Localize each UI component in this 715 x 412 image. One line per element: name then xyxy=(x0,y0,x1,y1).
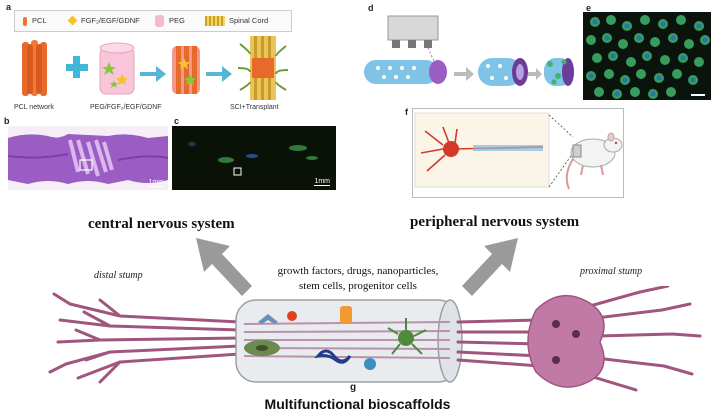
scaffold-contents-line2: stem cells, progenitor cells xyxy=(299,280,417,292)
plus-icon xyxy=(66,56,88,78)
label-peg-growth-factors: PEG/FGF₂/EGF/GDNF xyxy=(90,104,162,111)
arrow-to-pns xyxy=(462,238,518,296)
proximal-stump-label: proximal stump xyxy=(580,266,643,277)
heading-peripheral-nervous-system: peripheral nervous system xyxy=(410,214,580,230)
distal-stump-label: distal stump xyxy=(94,270,143,281)
panel-f-illustration xyxy=(414,112,623,190)
heading-central-nervous-system: central nervous system xyxy=(88,216,235,232)
arrow-1 xyxy=(140,66,166,82)
panel-b-scale-bar: 1mm xyxy=(148,179,164,187)
label-pcl-network: PCL network xyxy=(14,104,54,111)
proximal-stump-neurites xyxy=(456,286,702,392)
fluorescence-image xyxy=(188,142,318,176)
label-sci-transplant: SCI+Transplant xyxy=(230,104,279,111)
peg-cylinder xyxy=(99,42,135,95)
arrow-d1 xyxy=(454,67,474,81)
panel-g-letter: g xyxy=(350,382,357,393)
panel-e-scale-bar xyxy=(691,94,705,96)
proximal-soma xyxy=(527,294,605,388)
panel-d-letter: d xyxy=(368,3,374,13)
panel-c-letter: c xyxy=(174,116,180,126)
legend-peg: PEG xyxy=(169,16,185,25)
panel-g-illustration xyxy=(48,286,702,392)
spinal-cord-transplant xyxy=(237,36,289,100)
he-stained-tissue xyxy=(8,134,168,184)
legend-pcl: PCL xyxy=(32,16,47,25)
distal-stump-neurites xyxy=(48,292,242,384)
conduit-contents xyxy=(244,306,427,370)
seeded-conduit xyxy=(544,58,574,86)
pcl-swatch xyxy=(23,17,27,26)
loaded-scaffold xyxy=(172,46,200,94)
arrow-d2 xyxy=(528,68,542,80)
rolled-conduit xyxy=(478,58,528,86)
growth-factor-icon xyxy=(364,358,376,370)
panel-d-illustration xyxy=(364,15,574,86)
progenitor-cell-icon xyxy=(387,318,427,355)
panel-e-letter: e xyxy=(586,3,592,13)
panel-a-letter: a xyxy=(6,2,12,12)
printer-head xyxy=(387,15,439,67)
spinal-cord-swatch xyxy=(205,16,225,26)
pcl-network-rods xyxy=(22,40,47,96)
panel-c-fluorescence: 1mm xyxy=(172,126,336,190)
panel-a-legend-box: PCL FGF₂/EGF/GDNF PEG Spinal Cord xyxy=(14,10,292,32)
rat-icon xyxy=(565,132,623,190)
printed-conduit xyxy=(364,60,447,84)
peg-swatch xyxy=(155,15,164,27)
arrow-to-cns xyxy=(196,238,252,296)
cell-micrograph xyxy=(586,15,710,99)
arrow-2 xyxy=(206,66,232,82)
bottom-title: Multifunctional bioscaffolds xyxy=(264,396,451,412)
panel-c-scale-bar: 1mm xyxy=(314,178,330,186)
antibody-icon xyxy=(258,314,278,324)
panel-a: a PCL FGF₂/EGF/GDNF PEG Spinal Cord xyxy=(4,2,294,114)
panel-f-letter: f xyxy=(405,107,408,117)
panel-a-illustration xyxy=(22,36,289,100)
panel-b-he-section: 1mm xyxy=(8,126,168,190)
panel-e-micrograph xyxy=(583,12,711,100)
nanoparticle-icon xyxy=(287,311,297,321)
dna-icon xyxy=(314,349,352,364)
panel-b-letter: b xyxy=(4,116,10,126)
legend-spinal-cord: Spinal Cord xyxy=(229,16,269,25)
drug-capsule-icon xyxy=(340,306,352,324)
scaffold-contents-line1: growth factors, drugs, nanoparticles, xyxy=(277,265,439,277)
legend-growth-factors: FGF₂/EGF/GDNF xyxy=(81,16,140,25)
panel-f-box xyxy=(412,108,624,198)
